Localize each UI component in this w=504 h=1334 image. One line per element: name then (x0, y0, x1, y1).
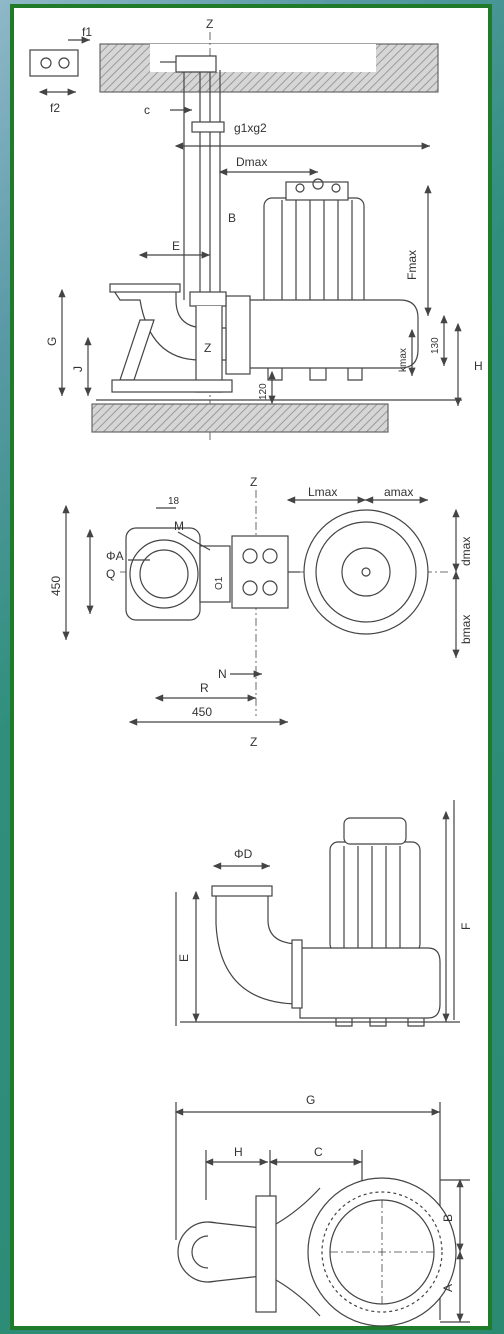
label-f1: f1 (82, 25, 92, 39)
installation-view (29, 32, 462, 440)
label-z-mid: Z (204, 341, 211, 355)
pump-top-view (174, 1102, 470, 1327)
label-o1: O1 (214, 576, 225, 590)
label-120: 120 (258, 383, 269, 400)
plan-view (62, 490, 460, 726)
installation-labels: Z f1 f2 c g1xg2 Dmax B E Fmax G J Z kmax… (45, 17, 483, 400)
label-lmax: Lmax (308, 485, 337, 499)
label-450-vertical: 450 (49, 576, 63, 596)
pump-top-labels: G H C B A (234, 1093, 455, 1292)
label-g1xg2: g1xg2 (234, 121, 267, 135)
label-b-top: B (441, 1214, 455, 1222)
label-e: E (172, 239, 180, 253)
label-amax: amax (384, 485, 413, 499)
label-18: 18 (168, 496, 180, 507)
label-dmax: Dmax (236, 155, 267, 169)
label-z-top: Z (206, 17, 213, 31)
label-kmax: kmax (398, 348, 409, 372)
bracket-detail (29, 49, 79, 77)
label-m: M (174, 519, 184, 533)
label-bmax: bmax (459, 615, 473, 644)
label-plan-z-top: Z (250, 475, 257, 489)
label-f2: f2 (50, 101, 60, 115)
label-plan-z-bot: Z (250, 735, 257, 749)
label-g-top: G (306, 1093, 315, 1107)
label-phi-d: ΦD (234, 847, 253, 861)
label-dmax-plan: dmax (459, 537, 473, 566)
label-q: Q (106, 567, 115, 581)
label-g: G (45, 337, 59, 346)
pump-motor (263, 197, 365, 311)
label-a-top: A (441, 1284, 455, 1292)
floor-slab (91, 403, 389, 433)
discharge-elbow (215, 891, 301, 1005)
label-c: c (144, 103, 150, 117)
pump-side-view (175, 800, 460, 1027)
motor-top (303, 509, 429, 635)
label-h-top: H (234, 1145, 243, 1159)
pump-side-labels: ΦD E F (177, 847, 473, 962)
label-h: H (474, 359, 483, 373)
label-b: B (228, 211, 236, 225)
label-r: R (200, 681, 209, 695)
label-fmax: Fmax (405, 250, 419, 280)
label-n: N (218, 667, 227, 681)
label-j: J (71, 366, 85, 372)
label-f: F (459, 923, 473, 930)
label-c-top: C (314, 1145, 323, 1159)
label-450-horizontal: 450 (192, 705, 212, 719)
label-e-side: E (177, 954, 191, 962)
label-phi-a: ΦA (106, 549, 124, 563)
label-130: 130 (430, 337, 441, 354)
coupling-block (231, 535, 289, 609)
plan-labels: Z 18 M Lmax amax ΦA Q O1 dmax bmax 450 N… (49, 475, 473, 749)
